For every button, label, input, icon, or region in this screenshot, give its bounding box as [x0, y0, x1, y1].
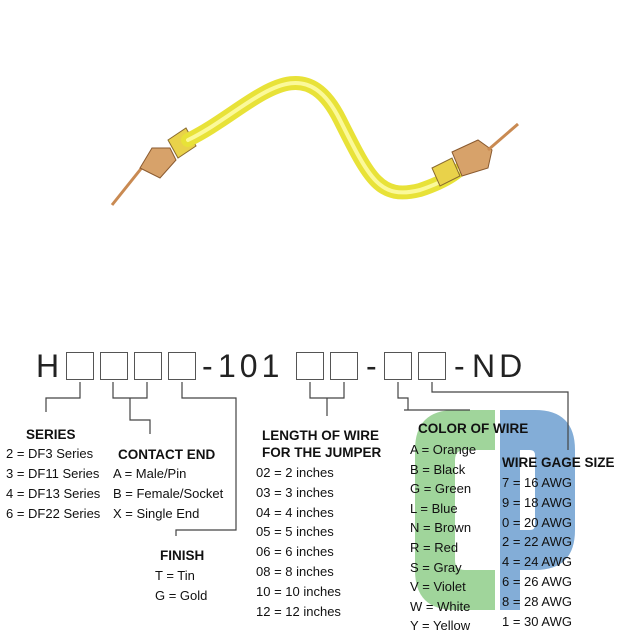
color-item: R = Red: [410, 539, 459, 555]
finish-item: T = Tin: [155, 568, 195, 583]
right-crimp: [451, 139, 493, 177]
gage-item: 0 = 20 AWG: [502, 514, 572, 530]
part-dash-2: -: [366, 348, 377, 384]
length-box-1: [296, 352, 324, 380]
gage-item: 1 = 30 AWG: [502, 613, 572, 629]
length-heading-line1: LENGTH OF WIRE: [262, 428, 379, 443]
contact-end-item: B = Female/Socket: [113, 486, 224, 501]
part-dash-3: -: [454, 348, 465, 384]
color-item: N = Brown: [410, 520, 472, 536]
color-item: Y = Yellow: [410, 618, 471, 634]
gage-item: 6 = 26 AWG: [502, 573, 572, 589]
color-box: [384, 352, 412, 380]
gage-item: 7 = 16 AWG: [502, 475, 572, 490]
series-box: [66, 352, 94, 380]
contact-end-item: A = Male/Pin: [113, 466, 187, 481]
color-item: L = Blue: [410, 500, 458, 516]
contact-end-box-1: [100, 352, 128, 380]
color-item: G = Green: [410, 481, 472, 497]
color-item: A = Orange: [410, 442, 477, 457]
length-item: 05 = 5 inches: [256, 524, 334, 540]
series-item: 2 = DF3 Series: [6, 446, 94, 461]
yellow-wire-highlight: [186, 81, 472, 195]
color-item: W = White: [410, 598, 471, 614]
right-ferrule: [431, 157, 461, 187]
part-suffix: ND: [472, 348, 527, 384]
watermark-logo: [415, 410, 575, 610]
finish-box: [168, 352, 196, 380]
finish-item: G = Gold: [155, 588, 208, 603]
series-heading: SERIES: [26, 427, 76, 442]
contact-end-box-2: [134, 352, 162, 380]
color-heading: COLOR OF WIRE: [418, 421, 529, 436]
length-item: 12 = 12 inches: [256, 603, 341, 619]
series-item: 6 = DF22 Series: [6, 506, 101, 521]
color-list: A = Orange B = Black G = Green L = Blue …: [410, 441, 476, 634]
contact-end-list: A = Male/Pin B = Female/Socket X = Singl…: [113, 465, 223, 522]
length-item: 03 = 3 inches: [256, 484, 334, 500]
length-heading-line2: FOR THE JUMPER: [262, 445, 382, 460]
gage-item: 2 = 22 AWG: [502, 534, 572, 550]
contact-end-heading: CONTACT END: [118, 447, 216, 462]
finish-list: T = Tin G = Gold: [155, 567, 207, 604]
length-item: 02 = 2 inches: [256, 465, 334, 480]
length-item: 08 = 8 inches: [256, 563, 334, 579]
color-item: V = Violet: [410, 579, 466, 595]
length-item: 06 = 6 inches: [256, 544, 334, 560]
length-item: 10 = 10 inches: [256, 583, 341, 599]
length-list: 02 = 2 inches 03 = 3 inches 04 = 4 inche…: [256, 464, 341, 620]
length-box-2: [330, 352, 358, 380]
right-pin: [487, 122, 519, 152]
finish-heading: FINISH: [160, 548, 205, 563]
gage-item: 8 = 28 AWG: [502, 593, 572, 609]
gage-item: 4 = 24 AWG: [502, 554, 572, 570]
length-item: 04 = 4 inches: [256, 504, 334, 520]
part-fixed-digits: 101: [218, 348, 284, 384]
part-dash-1: -: [202, 348, 213, 384]
left-crimp: [139, 147, 177, 179]
gage-box: [418, 352, 446, 380]
color-item: S = Gray: [410, 559, 462, 575]
series-list: 2 = DF3 Series 3 = DF11 Series 4 = DF13 …: [6, 445, 100, 522]
part-prefix: H: [36, 348, 60, 384]
contact-end-item: X = Single End: [113, 506, 200, 521]
gage-list: 7 = 16 AWG 9 = 18 AWG 0 = 20 AWG 2 = 22 …: [502, 474, 572, 630]
gage-item: 9 = 18 AWG: [502, 494, 572, 510]
gage-heading: WIRE GAGE SIZE: [502, 455, 615, 470]
jumper-wire-illustration: [110, 76, 519, 206]
series-item: 4 = DF13 Series: [6, 486, 101, 501]
color-item: B = Black: [410, 461, 466, 477]
series-item: 3 = DF11 Series: [6, 466, 100, 481]
